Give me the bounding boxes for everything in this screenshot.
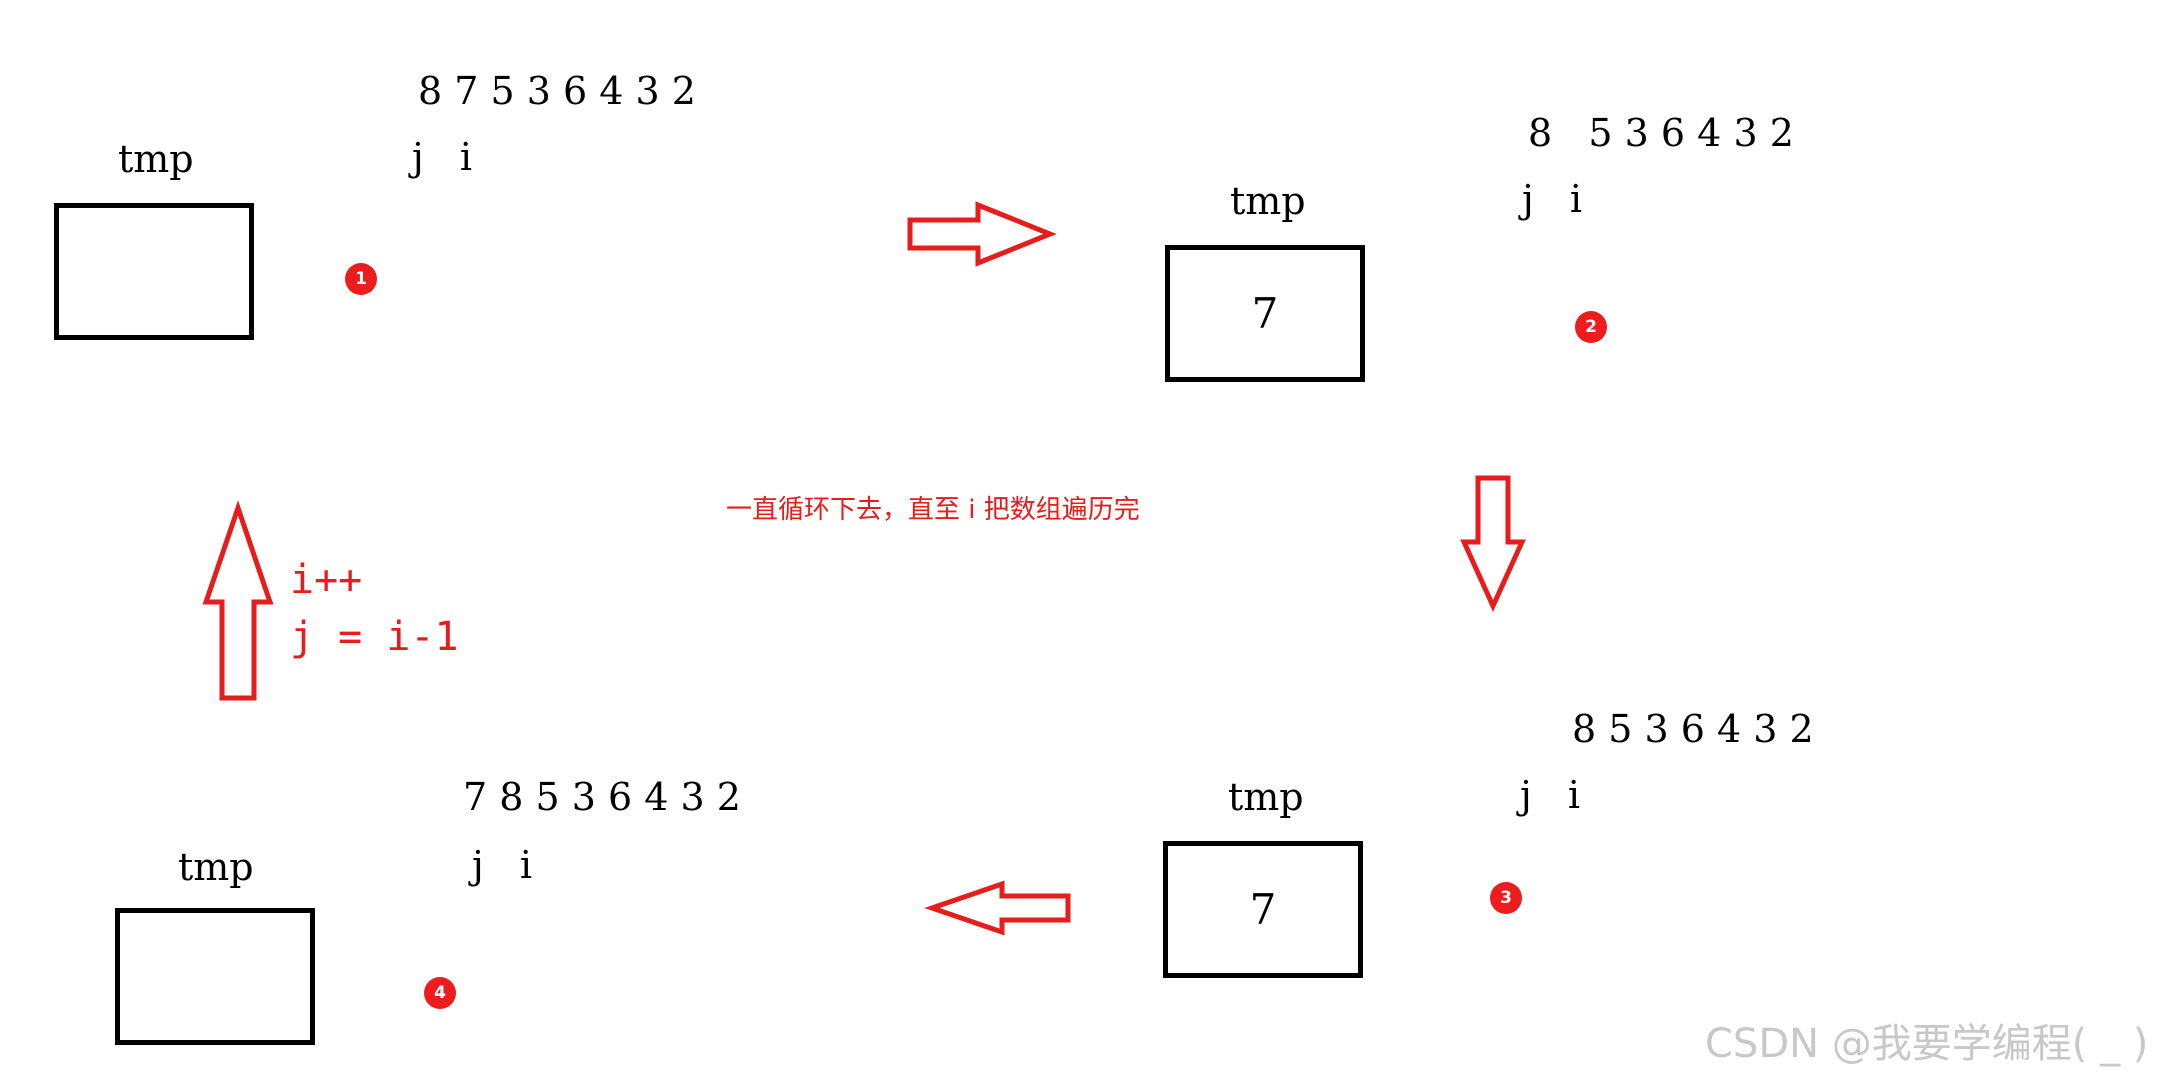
step2-tmp-value: 7 <box>1251 289 1279 338</box>
step2-tmp-box: 7 <box>1165 245 1365 382</box>
step1-pointers: j i <box>412 135 473 179</box>
step3-tmp-box: 7 <box>1163 841 1363 978</box>
step4-pointers: j i <box>472 843 533 887</box>
step2-tmp-label: tmp <box>1230 179 1306 223</box>
step2-badge: 2 <box>1575 311 1607 343</box>
step1-array: 8 7 5 3 6 4 3 2 <box>418 69 696 113</box>
step3-pointers: j i <box>1520 773 1581 817</box>
step3-tmp-value: 7 <box>1249 885 1277 934</box>
step4-array: 7 8 5 3 6 4 3 2 <box>463 775 741 819</box>
step2-pointers: j i <box>1522 177 1583 221</box>
arrow-down-icon <box>1460 475 1526 613</box>
arrow-right-icon <box>907 201 1057 267</box>
step3-array: 8 5 3 6 4 3 2 <box>1572 707 1814 751</box>
step1-badge: 1 <box>345 263 377 295</box>
step3-tmp-label: tmp <box>1228 775 1304 819</box>
step4-badge: 4 <box>424 977 456 1009</box>
loop-update-assign: j = i-1 <box>290 614 459 660</box>
csdn-watermark: CSDN @我要学编程( _ ) <box>1705 1021 2149 1067</box>
loop-note: 一直循环下去，直至 i 把数组遍历完 <box>726 495 1140 525</box>
step4-tmp-box <box>115 908 315 1045</box>
step2-array: 8 5 3 6 4 3 2 <box>1528 111 1794 155</box>
step1-tmp-label: tmp <box>118 137 194 181</box>
step3-badge: 3 <box>1490 882 1522 914</box>
arrow-up-icon <box>202 500 274 701</box>
loop-update-increment: i++ <box>290 557 363 603</box>
step4-tmp-label: tmp <box>178 845 254 889</box>
arrow-left-icon <box>924 880 1071 936</box>
step1-tmp-box <box>54 203 254 340</box>
